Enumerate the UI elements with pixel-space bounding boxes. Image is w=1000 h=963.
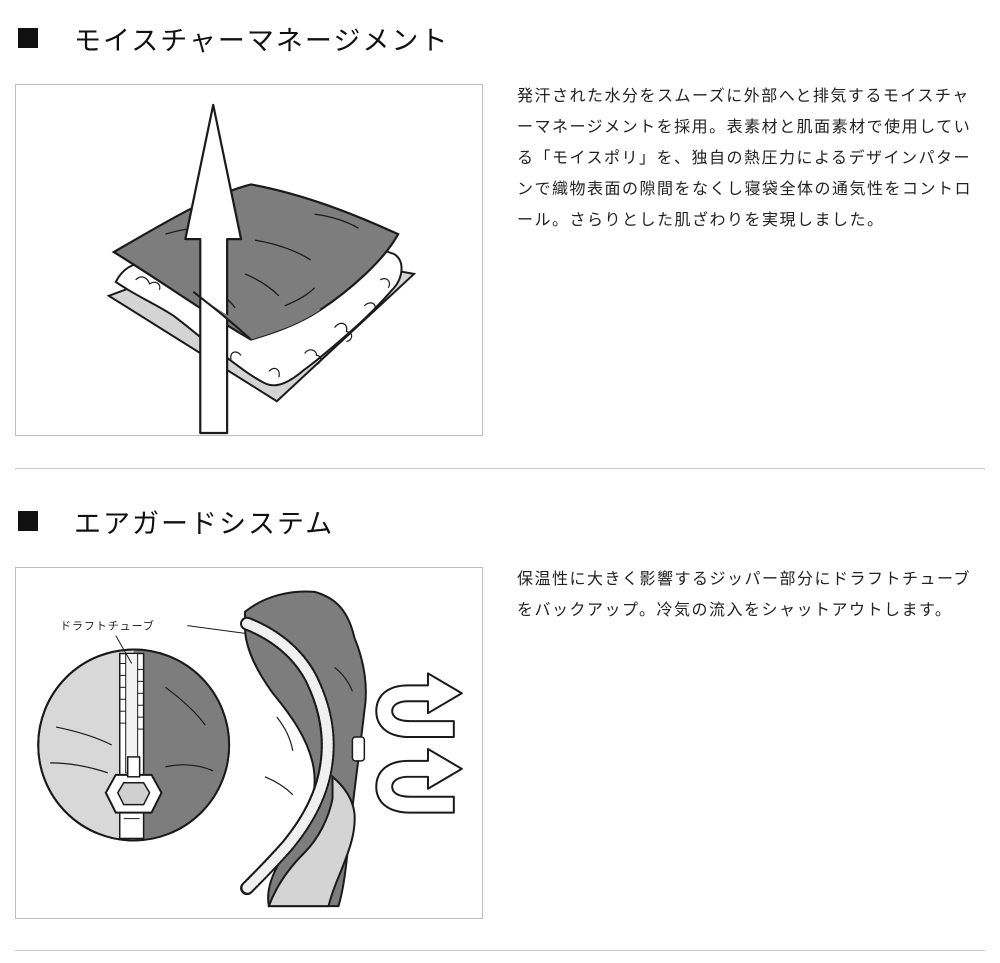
zipper-draft-tube-illustration: ドラフトチューブ	[15, 567, 483, 919]
square-bullet-icon	[18, 511, 38, 531]
section-heading: エアガードシステム	[18, 501, 334, 541]
section-air-guard-system: エアガードシステム	[0, 483, 1000, 953]
section-moisture-management: モイスチャーマネージメント	[0, 0, 1000, 470]
section-description: 保温性に大きく影響するジッパー部分にドラフトチューブをバックアップ。冷気の流入を…	[517, 569, 972, 619]
section-description: 発汗された水分をスムーズに外部へと排気するモイスチャーマネージメントを採用。表素…	[517, 86, 973, 229]
callout-label: ドラフトチューブ	[60, 619, 155, 633]
section-title: モイスチャーマネージメント	[74, 25, 450, 57]
section-divider	[15, 950, 985, 951]
layered-fabric-airflow-illustration	[15, 84, 483, 436]
square-bullet-icon	[18, 28, 38, 48]
section-heading: モイスチャーマネージメント	[18, 18, 449, 58]
section-divider	[15, 468, 985, 469]
section-title: エアガードシステム	[74, 508, 335, 540]
